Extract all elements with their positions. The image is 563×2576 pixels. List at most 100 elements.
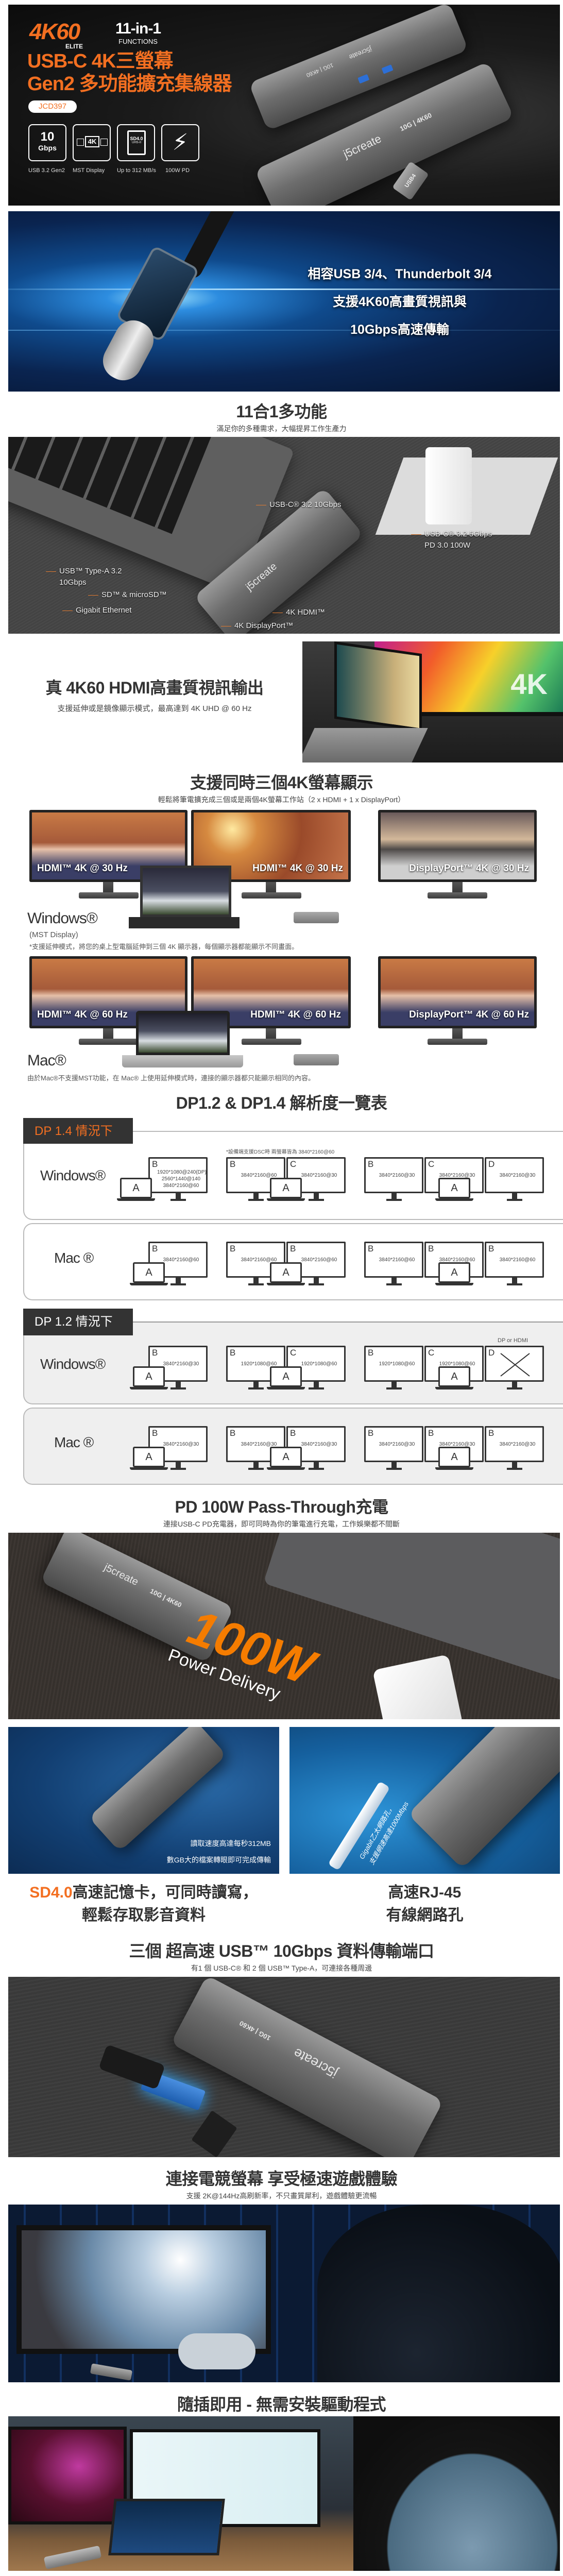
resolution-line: 3840*2160@30 xyxy=(163,1361,199,1367)
sd-caption-line1: 高速記憶卡，可同時讀寫， xyxy=(72,1884,258,1901)
monitor-stand xyxy=(314,1278,319,1284)
laptop-diagram: A xyxy=(438,1178,470,1198)
hub-product-image xyxy=(88,1727,227,1852)
speed-icon: 10 Gbps xyxy=(28,124,66,161)
resolution-line: 1920*1080@60 xyxy=(241,1361,277,1367)
sd-caption-line2: 輕鬆存取影音資料 xyxy=(82,1907,206,1924)
connector-badge: USB4 xyxy=(403,173,418,189)
section-title-hdmi: 真 4K60 HDMI高畫質視訊輸出 xyxy=(45,679,264,697)
hero-title-line1: USB-C 4K三螢幕 xyxy=(27,50,173,72)
laptop xyxy=(140,866,231,917)
monitor-base xyxy=(242,1039,301,1045)
callout-dp: 4K DisplayPort™ xyxy=(220,620,293,632)
resolution-line: 3840*2160@30 xyxy=(301,1442,337,1447)
callout-usba: USB™ Type-A 3.2 10Gbps xyxy=(45,566,122,588)
monitor-base xyxy=(386,1468,402,1470)
resolution-line: 3840*2160@60 xyxy=(439,1257,475,1263)
usb-port xyxy=(357,74,370,84)
game-controller xyxy=(178,2333,255,2369)
laptop-base xyxy=(435,1467,473,1470)
monitor-diagram: D xyxy=(485,1346,544,1382)
section-title-gaming: 連接電競螢幕 享受極速遊戲體驗 xyxy=(165,2170,398,2188)
laptop-diagram: A xyxy=(133,1366,165,1387)
monitor-stand xyxy=(314,1193,319,1199)
resolution-line: 1920*1080@60 xyxy=(301,1361,337,1367)
resolution-line: 3840*2160@30 xyxy=(301,1173,337,1178)
logo-main: 4K60 xyxy=(29,19,80,44)
feature-mst: 4K MST Display xyxy=(73,124,111,174)
monitor-icon-main: 4K xyxy=(85,136,99,147)
callout-line: USB™ Type-A 3.2 xyxy=(59,567,122,575)
product-mark: 10G | 4K60 xyxy=(148,1587,183,1609)
monitor-base xyxy=(248,1283,264,1285)
monitor-stand xyxy=(391,1193,397,1199)
monitor-letter: B xyxy=(368,1348,374,1358)
dp14-windows-label: Windows® xyxy=(40,1167,106,1183)
laptop-base xyxy=(267,1387,305,1389)
monitor-base xyxy=(248,1468,264,1470)
monitor-base xyxy=(507,1199,522,1201)
resolution-line: 3840*2160@60 xyxy=(163,1183,199,1189)
rj45-caption: 高速RJ-45 有線網路孔 xyxy=(289,1882,560,1927)
light-streak xyxy=(8,289,560,290)
feature-label: Up to 312 MB/s xyxy=(117,167,156,174)
section-subtitle-11in1: 滿足你的多種需求，大幅提昇工作生產力 xyxy=(216,425,347,433)
monitor-resolution: 3840*2160@30 xyxy=(295,1441,343,1448)
dp14-header-rule xyxy=(133,1131,563,1132)
person xyxy=(353,2416,560,2571)
section-title-11in1: 11合1多功能 xyxy=(236,402,327,421)
functions-label: FUNCTIONS xyxy=(118,38,158,45)
monitor-base xyxy=(242,892,301,899)
monitor-resolution: 3840*2160@30 xyxy=(373,1172,421,1179)
resolution-line: 1920*1080@60 xyxy=(439,1361,475,1367)
monitor-letter: C xyxy=(290,1348,297,1358)
laptop-diagram: A xyxy=(133,1447,165,1467)
brand-mark: j5create xyxy=(348,45,373,61)
monitor-letter: C xyxy=(428,1348,435,1358)
section-subtitle-triple: 輕鬆將筆電擴充成三個或是兩個4K螢幕工作站（2 x HDMI + 1 x Dis… xyxy=(158,795,405,804)
hero-title-line2: Gen2 多功能擴充集線器 xyxy=(27,73,232,95)
monitor-base xyxy=(309,1283,324,1285)
usb-cable-plug xyxy=(191,2110,237,2157)
monitor-stand xyxy=(391,1382,397,1388)
feature-label: USB 3.2 Gen2 xyxy=(28,167,65,174)
compat-line: 支援4K60高畫質視訊與 xyxy=(333,295,467,309)
laptop-diagram: A xyxy=(270,1262,302,1283)
monitor-resolution: 3840*2160@30 xyxy=(493,1172,541,1179)
monitor-resolution: 3840*2160@30 xyxy=(295,1172,343,1179)
resolution-line: 3840*2160@60 xyxy=(163,1257,199,1263)
compatibility-banner: 相容USB 3/4、Thunderbolt 3/4 支援4K60高畫質視訊與 1… xyxy=(8,211,560,392)
callout-hdmi: 4K HDMI™ xyxy=(272,607,325,618)
monitor-stand xyxy=(253,1278,259,1284)
product-mark: 10G | 4K60 xyxy=(305,61,334,78)
brand-mark: j5create xyxy=(291,2045,340,2081)
section-title-dp-table: DP1.2 & DP1.4 解析度一覽表 xyxy=(176,1094,387,1112)
monitor-icon-small xyxy=(100,139,108,146)
monitor-letter: C xyxy=(290,1159,297,1169)
os-label-windows: Windows® xyxy=(27,910,98,927)
laptop-base xyxy=(435,1387,473,1389)
dp12-mac-label: Mac ® xyxy=(54,1434,94,1450)
light-streak xyxy=(8,330,560,331)
monitor-base xyxy=(309,1387,324,1389)
section-title-plug: 隨插即用 - 無需安裝驅動程式 xyxy=(177,2395,386,2414)
logo-4k60: 4K60 ELITE xyxy=(29,19,83,50)
monitor-diagram: C 3840*2160@30 xyxy=(286,1157,346,1193)
monitor-base xyxy=(386,1199,402,1201)
sd-caption: SD4.0高速記憶卡，可同時讀寫， 輕鬆存取影音資料 xyxy=(8,1882,279,1927)
resolution-line: 3840*2160@30 xyxy=(499,1173,536,1178)
monitor-base xyxy=(248,1199,264,1201)
resolution-line: 3840*2160@30 xyxy=(379,1173,415,1178)
monitor-base xyxy=(309,1199,324,1201)
hdmi-photo: 4K xyxy=(302,641,563,762)
monitor-base xyxy=(170,1468,186,1470)
gaming-monitor xyxy=(16,2225,271,2354)
hub-small xyxy=(294,912,339,923)
